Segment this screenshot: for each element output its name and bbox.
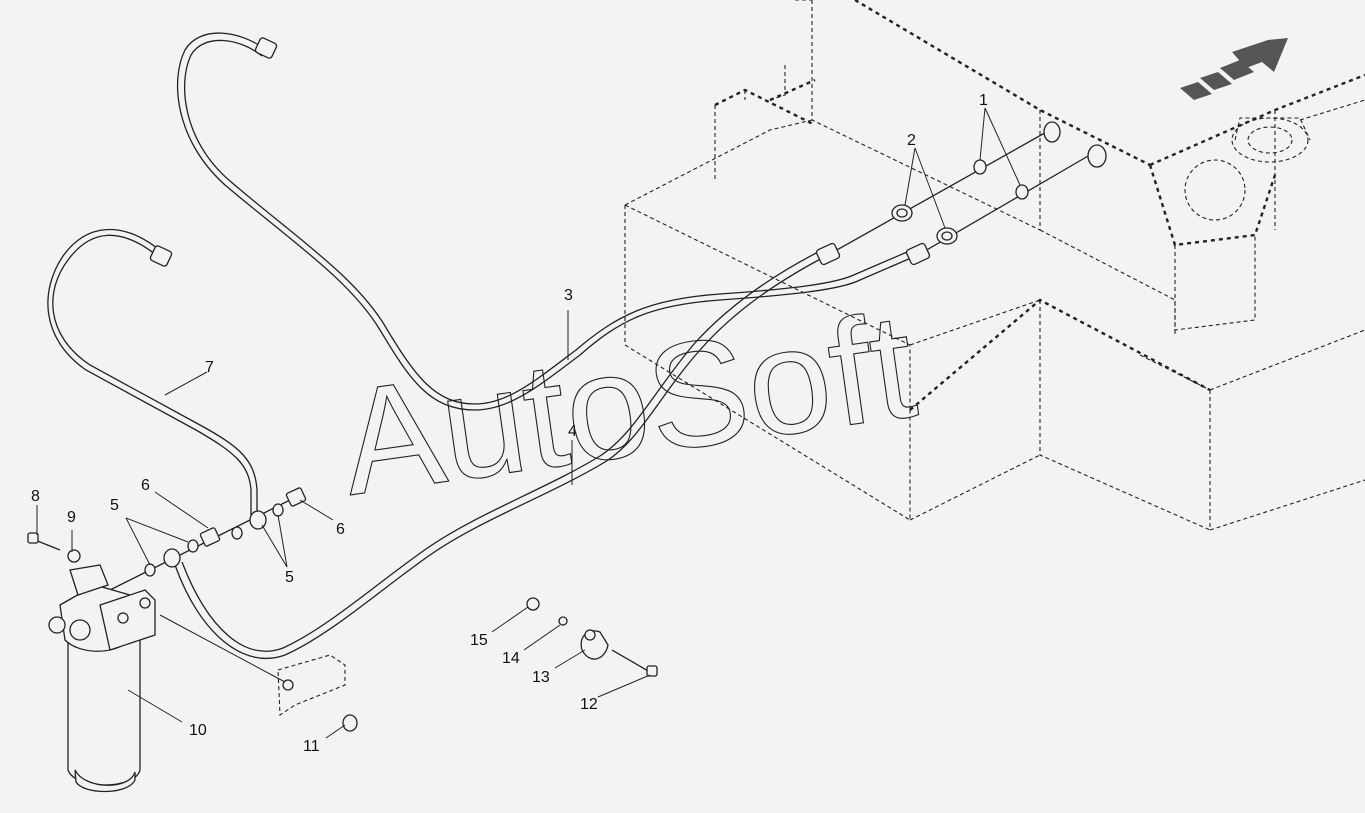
pipe-nut-top: [254, 37, 278, 59]
callout-6-left: 6: [141, 477, 150, 494]
leader-lines: [36, 107, 1021, 739]
clamp-assembly: [526, 597, 658, 677]
filter-fittings: [109, 487, 307, 591]
callout-8: 8: [31, 488, 40, 505]
bolt-8: [27, 532, 61, 551]
callout-7: 7: [205, 359, 214, 376]
callout-9: 9: [67, 509, 76, 526]
callout-14: 14: [502, 650, 520, 667]
fuel-tank-outline: [624, 0, 1365, 531]
callouts: 1 2 3 4 5 5 6 6 7 8 9 10 11 12 13 14 15: [31, 92, 988, 755]
pipe-nut-right-lower: [905, 242, 931, 266]
fitting-2-upper: [891, 204, 913, 222]
callout-5-left: 5: [110, 497, 119, 514]
pipe-7: [52, 234, 258, 520]
washer-1-lower: [1015, 184, 1029, 200]
pipe-nut-right-upper: [815, 242, 841, 266]
nut-11: [342, 714, 358, 732]
pipe-3: [174, 254, 829, 660]
callout-12: 12: [580, 696, 598, 713]
washer-9: [67, 549, 81, 563]
fitting-2-lower: [936, 227, 958, 245]
washer-1-upper: [973, 159, 987, 175]
callout-13: 13: [532, 669, 550, 686]
callout-4: 4: [568, 423, 577, 440]
callout-11: 11: [303, 738, 320, 755]
callout-15: 15: [470, 632, 488, 649]
callout-5-right: 5: [285, 569, 294, 586]
watermark: AutoSoft: [331, 280, 924, 526]
pipes: [47, 32, 1096, 660]
tank-outlet-upper: [1043, 121, 1061, 143]
direction-arrow-icon: [1180, 38, 1288, 100]
callout-6-right: 6: [336, 521, 345, 538]
fuel-filter-10: [48, 564, 156, 793]
callout-2: 2: [907, 132, 916, 149]
callout-1: 1: [979, 92, 988, 109]
callout-3: 3: [564, 287, 573, 304]
callout-10: 10: [189, 722, 207, 739]
bracket: [277, 654, 346, 716]
pipe-upper: [176, 32, 919, 411]
pipe-nut-left: [149, 245, 173, 267]
tank-outlet-lower: [1087, 144, 1107, 168]
